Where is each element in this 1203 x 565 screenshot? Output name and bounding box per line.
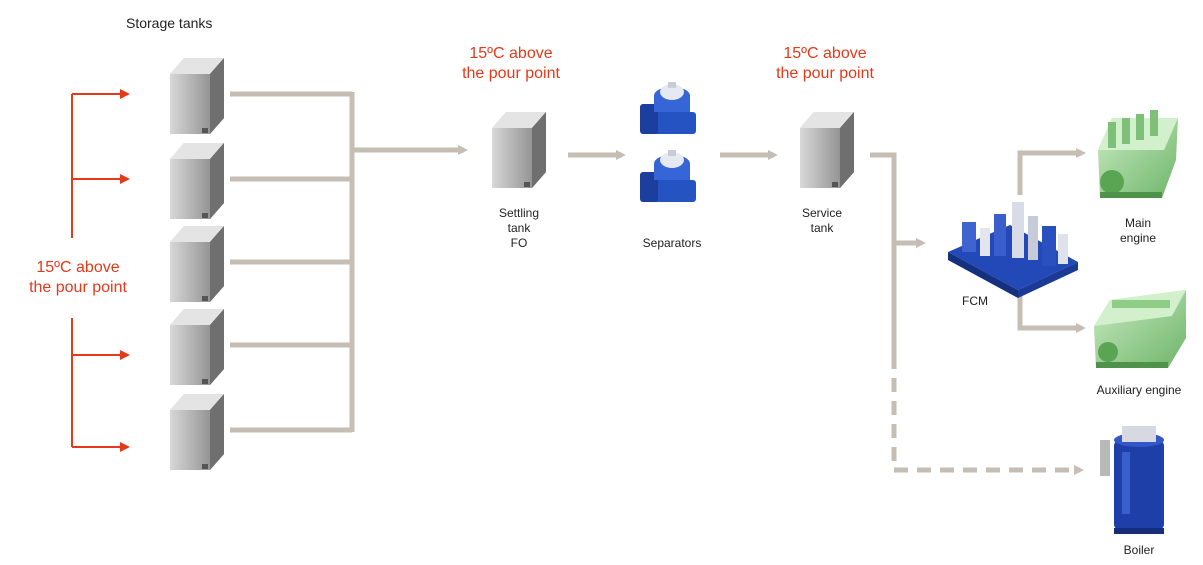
separator-icon	[640, 82, 696, 134]
service-tank-label: Service tank	[792, 206, 852, 236]
separator-icon	[640, 150, 696, 202]
storage-outlet-pipes	[230, 91, 355, 433]
main-engine-label: Main engine	[1108, 216, 1168, 246]
heating-note-service-line-1: 15ºC above	[783, 45, 867, 62]
storage-tanks-label: Storage tanks	[126, 15, 213, 31]
boiler-label: Boiler	[1123, 543, 1155, 557]
storage-tank-icon	[170, 394, 224, 470]
settling-tank-label-line-1: Settling	[498, 206, 540, 220]
settling-tank-label-line-3: FO	[510, 236, 528, 250]
auxiliary-engine-label: Auxiliary engine	[1096, 383, 1182, 397]
fcm-unit-icon	[948, 202, 1078, 298]
heating-note-left-line-1: 15ºC above	[36, 259, 120, 276]
storage-tank-icon	[170, 226, 224, 302]
settling-tank-label-line-2: tank	[507, 221, 531, 235]
fcm-outlet-pipes	[1017, 148, 1086, 333]
separators-label: Separators	[642, 236, 702, 250]
main-engine-label-line-1: Main	[1124, 216, 1151, 230]
auxiliary-engine-icon	[1094, 290, 1186, 368]
heating-note-settling-line-2: the pour point	[462, 65, 560, 82]
storage-tank-icon	[170, 143, 224, 219]
service-outlet-pipes	[870, 152, 1084, 475]
heating-note-settling: 15ºC above the pour point	[436, 44, 586, 84]
heating-note-left-line-2: the pour point	[29, 279, 127, 296]
boiler-icon	[1100, 426, 1164, 534]
service-tank-label-line-2: tank	[810, 221, 834, 235]
heating-note-service: 15ºC above the pour point	[750, 44, 900, 84]
settling-tank-label: Settling tank FO	[489, 206, 549, 251]
heating-arrows	[71, 89, 130, 452]
storage-tank-icon	[170, 309, 224, 385]
heating-note-left: 15ºC above the pour point	[4, 258, 152, 298]
settling-tank-icon	[492, 112, 546, 188]
storage-tank-icon	[170, 58, 224, 134]
heating-note-service-line-2: the pour point	[776, 65, 874, 82]
fcm-label: FCM	[962, 294, 988, 308]
main-engine-label-line-2: engine	[1119, 231, 1157, 245]
service-tank-label-line-1: Service	[801, 206, 842, 220]
heating-note-settling-line-1: 15ºC above	[469, 45, 553, 62]
service-tank-icon	[800, 112, 854, 188]
main-engine-icon	[1098, 110, 1178, 198]
